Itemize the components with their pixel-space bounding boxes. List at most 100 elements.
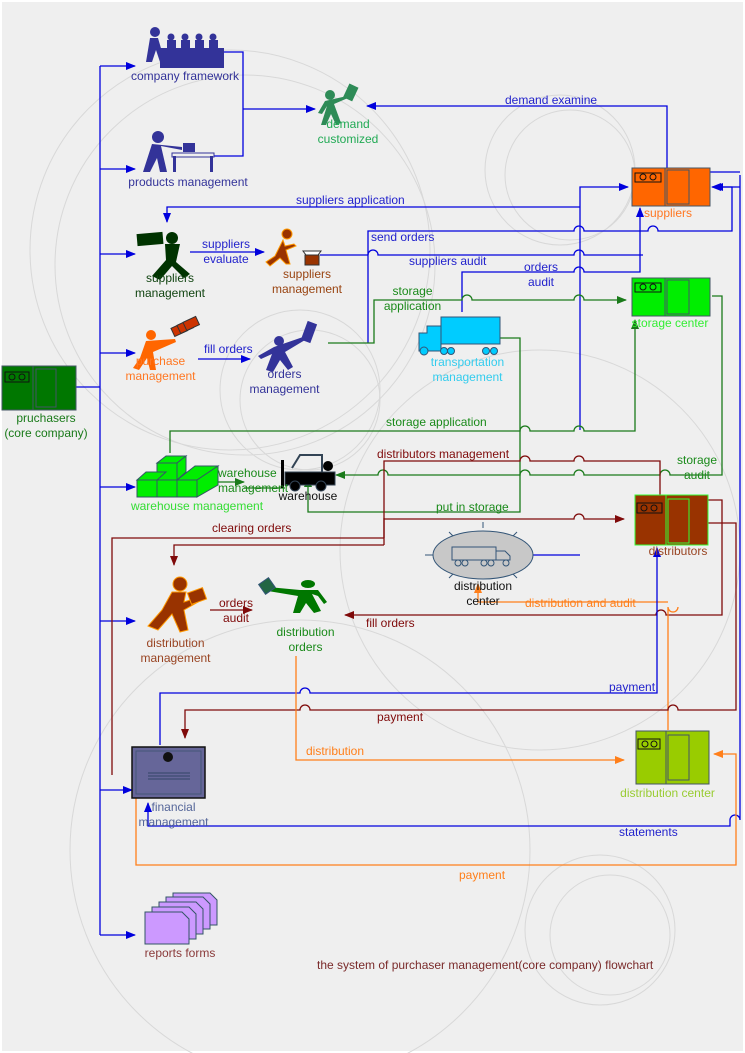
node-orders-management-label: orders management — [242, 367, 327, 397]
edge-label-put-in-storage: put in storage — [436, 500, 509, 514]
edge-to-suppliers-left — [579, 183, 629, 430]
orders-management-icon — [258, 320, 318, 372]
distribution-management-icon — [147, 576, 208, 633]
node-sm2-line1: suppliers — [282, 267, 332, 281]
edge-label-oam-line2: audit — [222, 611, 250, 625]
edge-label-sat-line1: storage — [392, 284, 433, 298]
edge-label-se-line2: evaluate — [203, 252, 249, 266]
edge-label-orders-audit-mid: orders audit — [213, 596, 259, 626]
edge-label-sat-line2: application — [383, 299, 442, 313]
node-demand-customized-label: demand customized — [308, 117, 388, 147]
edge-suppliers-application — [163, 206, 580, 223]
edge-transport-down — [304, 337, 521, 513]
edge-label-fill-orders-top: fill orders — [204, 342, 253, 356]
edge-label-demand-examine: demand examine — [505, 93, 598, 107]
edge-label-storage-application-top: storage application — [375, 284, 450, 314]
financial-certificate-icon — [131, 746, 206, 799]
diagram-caption: the system of purchaser management(core … — [317, 958, 654, 972]
edge-label-payment-orange: payment — [459, 868, 506, 882]
distribution-orders-icon — [257, 576, 327, 613]
edge-clearing-orders-arrow — [170, 544, 384, 566]
edge-orders-audit — [461, 207, 644, 312]
node-storage-center-label: storage center — [631, 316, 709, 330]
company-framework-icon — [146, 27, 224, 68]
edge-clearing-orders — [111, 518, 385, 775]
products-management-icon — [143, 131, 215, 172]
node-dm-line1: distribution — [146, 636, 205, 650]
node-sm2-line2: management — [271, 282, 343, 296]
edge-payment-orange — [135, 750, 737, 866]
edge-label-oat-line1: orders — [523, 260, 558, 274]
node-company-framework-label: company framework — [130, 69, 240, 83]
edge-payment-blue — [159, 547, 661, 745]
node-distribution-orders-label: distribution orders — [258, 625, 353, 655]
node-dm-line2: management — [140, 651, 211, 665]
node-suppliers-management-2-label: suppliers management — [262, 267, 352, 297]
edge-label-storage-application-mid: storage application — [386, 415, 487, 429]
node-do-line2: orders — [288, 640, 323, 654]
storage-center-cabinet-icon — [631, 277, 711, 317]
edge-purchasers-trunk — [76, 62, 136, 939]
suppliers-cabinet-icon — [631, 167, 711, 207]
demand-customized-icon — [318, 83, 359, 125]
node-do-line1: distribution — [276, 625, 335, 639]
edge-payment-red — [181, 522, 737, 739]
edge-label-storage-audit: storage audit — [670, 453, 724, 483]
node-om-line2: management — [249, 382, 320, 396]
node-distribution-management-label: distribution management — [128, 636, 223, 666]
node-purchasers-line1: pruchasers — [16, 411, 76, 425]
edge-statements — [144, 175, 741, 827]
edge-label-distribution-and-audit: distribution and audit — [525, 596, 636, 610]
node-demand-line1: demand — [326, 117, 370, 131]
node-reports-forms-label: reports forms — [144, 946, 216, 960]
node-warehouse-management-label: warehouse management — [130, 499, 264, 513]
edge-to-demand — [210, 51, 668, 168]
node-hub-line1: distribution — [453, 579, 513, 593]
edge-label-fill-orders-mid: fill orders — [366, 616, 415, 630]
edge-storage-application-top — [328, 294, 627, 344]
suppliers-management-worker-icon — [265, 228, 322, 267]
node-sm1-line2: management — [134, 286, 206, 300]
edge-label-distribution: distribution — [306, 744, 365, 758]
edge-label-clearing-orders: clearing orders — [212, 521, 292, 535]
purchase-management-icon — [133, 315, 201, 370]
node-tm-line2: management — [432, 370, 503, 384]
node-hub-line2: center — [466, 594, 500, 608]
edge-distribution — [295, 656, 625, 764]
node-distribution-center-label: distribution center — [620, 786, 715, 800]
edge-label-distributors-management: distributors management — [377, 447, 510, 461]
node-distributors-label: distributors — [648, 544, 708, 558]
edge-label-oam-line1: orders — [218, 596, 253, 610]
edge-label-suppliers-audit: suppliers audit — [409, 254, 487, 268]
transportation-truck-icon — [418, 316, 501, 356]
node-pm-line1: purchase — [135, 354, 186, 368]
node-purchasers-line2: (core company) — [4, 426, 88, 440]
edge-label-payment-red: payment — [377, 710, 424, 724]
distribution-hub-icon — [425, 522, 534, 580]
edge-label-sa-line1: storage — [676, 453, 718, 467]
node-sm1-line1: suppliers — [145, 271, 195, 285]
edge-label-warehouse-management: warehouse management — [218, 466, 288, 496]
edge-label-statements: statements — [619, 825, 678, 839]
node-purchasers-label: pruchasers (core company) — [0, 411, 92, 441]
edge-label-oat-line2: audit — [527, 275, 555, 289]
edge-label-wm-line1: warehouse — [218, 466, 277, 480]
reports-forms-icon — [144, 892, 218, 945]
node-warehouse-label: warehouse — [278, 489, 338, 503]
suppliers-management-person-icon — [136, 231, 190, 280]
edge-storage-application-mid — [169, 319, 639, 453]
edge-label-send-orders: send orders — [371, 230, 435, 244]
node-demand-line2: customized — [317, 132, 379, 146]
node-transportation-label: transportation management — [420, 355, 515, 385]
warehouse-boxes-icon — [135, 454, 220, 498]
edge-label-wm-line2: management — [218, 481, 289, 495]
edge-send-orders — [367, 183, 733, 343]
edge-label-suppliers-evaluate: suppliers evaluate — [195, 237, 257, 267]
node-financial-management-label: financial management — [126, 800, 221, 830]
node-purchase-management-label: purchase management — [118, 354, 203, 384]
node-products-management-label: products management — [128, 175, 248, 189]
edge-distribution-and-audit — [478, 584, 679, 730]
edge-storage-audit — [335, 295, 723, 479]
